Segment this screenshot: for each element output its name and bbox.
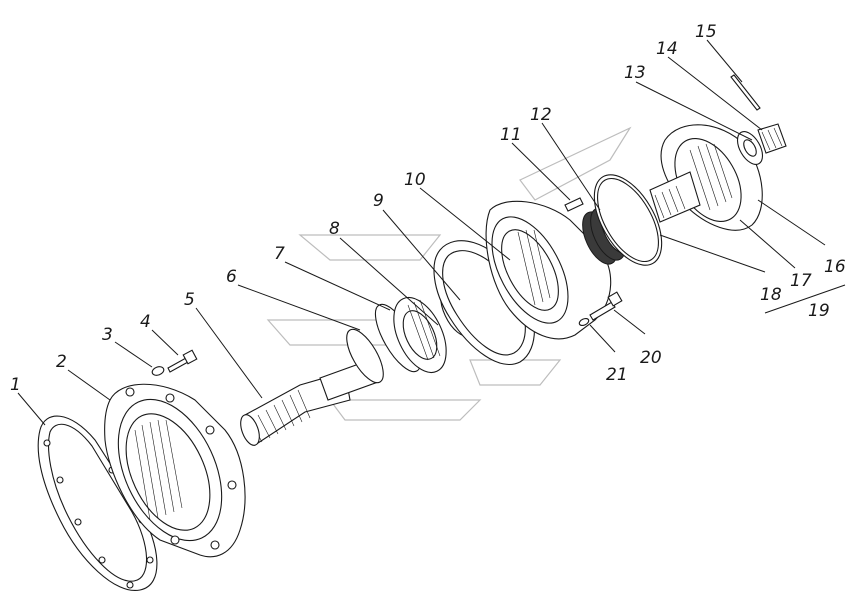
part-4-bolt bbox=[167, 349, 198, 373]
callout-5: 5 bbox=[184, 290, 195, 310]
part-15-cotter-pin bbox=[730, 74, 761, 111]
part-20-bolt bbox=[589, 291, 623, 321]
callout-7: 7 bbox=[274, 244, 285, 264]
callout-9: 9 bbox=[373, 191, 384, 211]
watermark bbox=[266, 126, 632, 421]
part-5-splined-shaft bbox=[240, 359, 379, 446]
callout-15: 15 bbox=[695, 22, 717, 42]
callout-21: 21 bbox=[606, 365, 628, 385]
callout-12: 12 bbox=[530, 105, 552, 125]
callout-labels: 1 2 3 4 5 6 7 8 9 10 11 12 13 14 15 16 1… bbox=[10, 22, 846, 395]
leader-lines bbox=[17, 39, 846, 426]
part-13-washer bbox=[736, 131, 764, 165]
part-14-castle-nut bbox=[757, 123, 787, 154]
part-6-snap-ring bbox=[346, 328, 384, 384]
callout-17: 17 bbox=[790, 271, 812, 291]
part-18-o-ring bbox=[593, 174, 663, 266]
callout-14: 14 bbox=[656, 39, 678, 59]
callout-11: 11 bbox=[500, 125, 522, 145]
callout-20: 20 bbox=[640, 348, 662, 368]
callout-4: 4 bbox=[140, 312, 151, 332]
callout-18: 18 bbox=[760, 285, 782, 305]
part-3-washer bbox=[151, 366, 165, 376]
callout-16: 16 bbox=[824, 257, 846, 277]
callout-1: 1 bbox=[10, 375, 21, 395]
callout-3: 3 bbox=[102, 325, 113, 345]
part-8-bearing bbox=[393, 297, 447, 373]
part-main-housing bbox=[485, 200, 612, 340]
part-2-housing bbox=[104, 383, 246, 558]
part-21-washer bbox=[578, 318, 590, 326]
part-17-flange bbox=[649, 124, 763, 231]
part-1-gasket bbox=[37, 415, 158, 591]
callout-10: 10 bbox=[404, 170, 426, 190]
callout-19: 19 bbox=[808, 301, 830, 321]
callout-13: 13 bbox=[624, 63, 646, 83]
part-11-pin bbox=[564, 197, 584, 212]
callout-2: 2 bbox=[56, 352, 67, 372]
callout-8: 8 bbox=[329, 219, 340, 239]
callout-6: 6 bbox=[226, 267, 237, 287]
